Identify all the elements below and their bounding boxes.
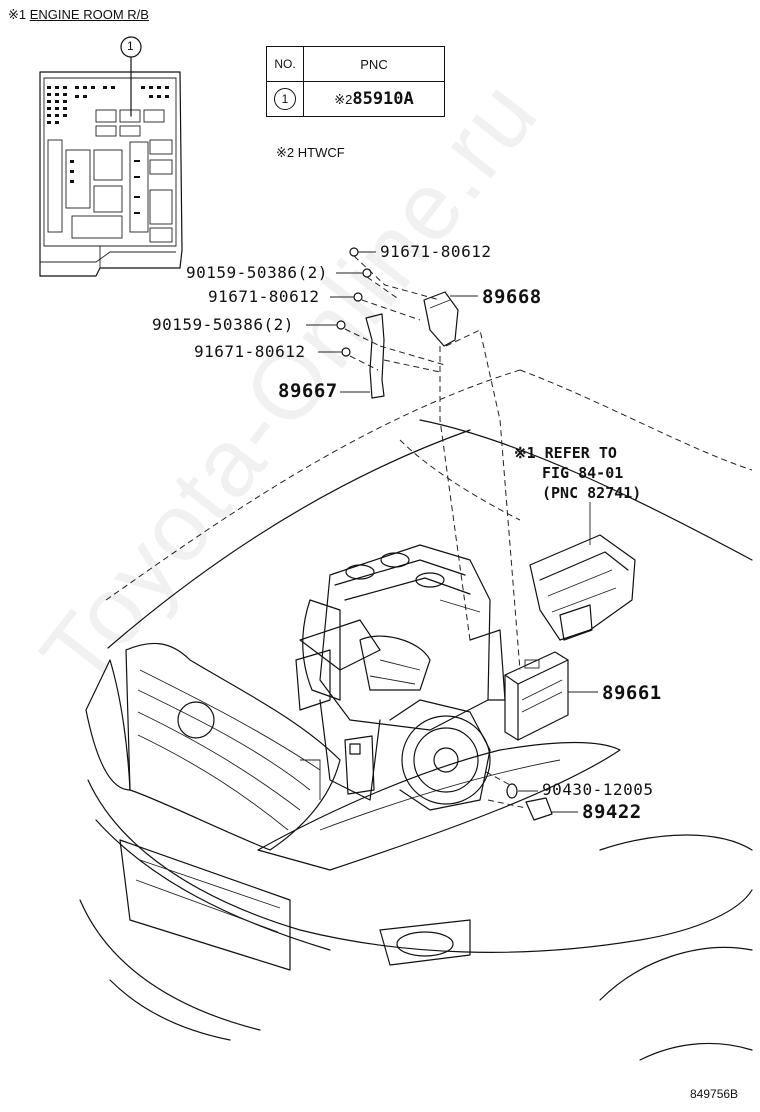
part-label-89661[interactable]: 89661	[602, 682, 662, 704]
pnc-row-no-cell: 1	[266, 81, 304, 117]
pnc-header-no: NO.	[266, 46, 304, 82]
part-label-91671-80612-a[interactable]: 91671-80612	[380, 242, 492, 261]
pnc-row-mark: ※2	[334, 92, 353, 107]
inset-title-text: ENGINE ROOM R/B	[29, 7, 149, 22]
part-label-91671-80612-b[interactable]: 91671-80612	[208, 287, 320, 306]
pnc-header-pnc: PNC	[303, 46, 445, 82]
part-label-90430-12005[interactable]: 90430-12005	[542, 780, 654, 799]
engine-drawing	[295, 544, 506, 811]
refer-line-2: FIG 84-01	[542, 464, 624, 482]
refer-line-1: ※1 REFER TO	[514, 444, 617, 462]
relay-block-82741-drawing	[529, 502, 636, 641]
part-label-89422[interactable]: 89422	[582, 801, 642, 823]
inset-callout-number: 1	[127, 39, 134, 53]
pnc-table: NO. PNC 1 ※285910A	[266, 46, 445, 117]
vehicle-body-drawing	[79, 369, 753, 1061]
part-label-89667[interactable]: 89667	[278, 380, 338, 402]
pnc-row-pnc-cell: ※285910A	[303, 81, 445, 117]
pnc-table-header-row: NO. PNC	[266, 46, 445, 82]
pnc-row-no: 1	[274, 88, 296, 110]
footnote-htwcf: ※2 HTWCF	[276, 145, 345, 160]
refer-line-3[interactable]: (PNC 82741)	[542, 484, 642, 502]
brackets-and-fasteners-drawing	[306, 247, 578, 821]
part-label-91671-80612-c[interactable]: 91671-80612	[194, 342, 306, 361]
part-label-90159-50386-a[interactable]: 90159-50386(2)	[186, 263, 328, 282]
pnc-table-row: 1 ※285910A	[266, 81, 445, 117]
engine-room-relay-block-drawing	[39, 36, 183, 277]
part-label-90159-50386-b[interactable]: 90159-50386(2)	[152, 315, 294, 334]
ecu-89661-drawing	[504, 651, 598, 741]
figure-id: 849756B	[690, 1087, 739, 1101]
inset-title: ※1 ENGINE ROOM R/B	[8, 8, 149, 21]
pnc-row-value: 85910A	[352, 89, 414, 109]
inset-title-mark: ※1	[8, 7, 27, 22]
part-label-89668[interactable]: 89668	[482, 286, 542, 308]
